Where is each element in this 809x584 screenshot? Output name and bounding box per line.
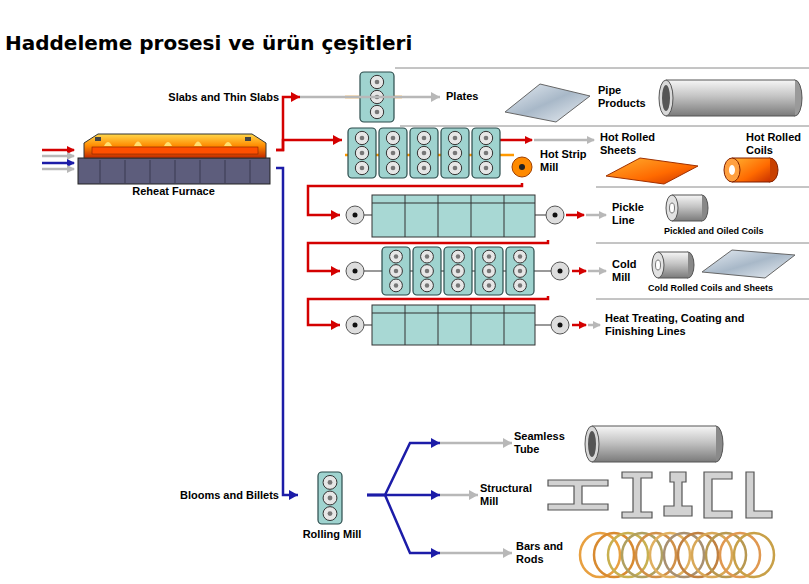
mill-stand (348, 128, 376, 178)
finishing-line-illustration (346, 305, 600, 345)
mill-stand (506, 247, 534, 295)
connector-line (308, 296, 548, 325)
connector-line (276, 140, 342, 150)
flow-connector (308, 240, 548, 276)
stage-box: Reheat Furnace (72, 128, 276, 200)
diagram-title: Haddeleme prosesi ve ürün çeşitleri (5, 31, 412, 55)
flow-connector (276, 92, 440, 150)
stage-label: Pipe Products (598, 84, 654, 110)
flow-connector (308, 183, 522, 220)
cold-sheet-illustration (702, 250, 795, 278)
mill-stand (382, 247, 410, 295)
structural-shapes (548, 472, 772, 518)
mill-stand (472, 128, 500, 178)
arrow-head (431, 490, 440, 500)
stage-box: Heat Treating, Coating and Finishing Lin… (340, 302, 795, 350)
connector-line (300, 96, 440, 99)
edge-label: Slabs and Thin Slabs (168, 91, 279, 104)
arrow-head (331, 266, 340, 276)
hot-coil-symbol (512, 157, 532, 177)
mill-stand (475, 247, 503, 295)
stage-label: Structural Mill (480, 482, 542, 508)
connector-line (367, 495, 440, 553)
mill-stand (444, 247, 472, 295)
stage-label: Pickle Line (612, 201, 650, 227)
flow-arrow (534, 139, 594, 142)
arrow-head (431, 548, 440, 558)
flow-connector (276, 168, 298, 500)
mill-stand (379, 128, 407, 178)
connector-line (276, 97, 300, 150)
edge-label: Blooms and Billets (180, 489, 279, 502)
arrow-head (331, 210, 340, 220)
mill-stand (441, 128, 469, 178)
stage-label: Hot Strip Mill (540, 148, 592, 174)
arrow-head (291, 92, 300, 102)
pickled-coil-illustration (666, 195, 708, 221)
stage-label: Heat Treating, Coating and Finishing Lin… (605, 312, 770, 338)
furnace-inputs (42, 150, 74, 169)
connector-line (440, 552, 512, 555)
stage-box: Pipe Products (596, 72, 805, 124)
stage-label: Bars and Rods (516, 540, 572, 566)
stage-box: Cold Mill (340, 246, 652, 296)
cold-coil-illustration (652, 252, 694, 278)
tube-illustration (585, 426, 723, 462)
stage-label: Rolling Mill (298, 528, 366, 541)
plate-illustration (505, 84, 590, 122)
flow-arrow (500, 139, 532, 142)
stage-label: Reheat Furnace (72, 185, 275, 198)
stage-label: Seamless Tube (514, 430, 572, 456)
stage-box: Pickle Line (340, 189, 652, 240)
stage-label: Cold Rolled Coils and Sheets (648, 283, 803, 294)
stage-box: Plates (440, 72, 592, 124)
stage-box: Pickled and Oiled Coils (656, 190, 803, 240)
arrow-head (431, 92, 440, 102)
mill-stand (413, 247, 441, 295)
connector-line (308, 183, 522, 215)
arrow-head (331, 320, 340, 330)
stage-label: Pickled and Oiled Coils (664, 226, 802, 237)
arrow-head (503, 548, 512, 558)
stage-box: Hot Rolled Sheets (598, 128, 702, 184)
connector-line (440, 442, 512, 445)
stage-box: Hot Rolled Coils (712, 128, 805, 184)
mill-stand (318, 472, 342, 524)
stage-label: Cold Mill (612, 258, 646, 284)
row-separator (395, 68, 809, 299)
flow-connector (276, 135, 342, 150)
mill-stand (410, 128, 438, 178)
bar-rod-coils (580, 533, 774, 577)
stage-box: Hot Strip Mill (342, 126, 594, 183)
connector-line (308, 240, 548, 271)
stage-box: Structural Mill (478, 466, 778, 522)
pipe-illustration (659, 80, 802, 116)
flow-connector (308, 296, 548, 330)
stage-label: Hot Rolled Sheets (600, 131, 662, 157)
stage-box: Cold Rolled Coils and Sheets (646, 246, 804, 296)
arrow-head (469, 490, 478, 500)
stage-box: Seamless Tube (512, 420, 727, 468)
arrow-head (431, 438, 440, 448)
arrow-head (333, 135, 342, 145)
hot-coil-illustration (724, 158, 778, 182)
stage-box: Rolling Mill (298, 470, 367, 542)
furnace-illustration (78, 134, 270, 184)
arrow-head (289, 490, 298, 500)
stage-label: Plates (446, 90, 490, 103)
connector-line (367, 443, 440, 495)
stage-label: Hot Rolled Coils (746, 131, 804, 157)
hot-sheet-illustration (606, 158, 698, 184)
stage-box: Bars and Rods (512, 528, 778, 580)
pickle-line-illustration (346, 195, 606, 237)
connector-line (276, 168, 298, 495)
arrow-head (503, 438, 512, 448)
